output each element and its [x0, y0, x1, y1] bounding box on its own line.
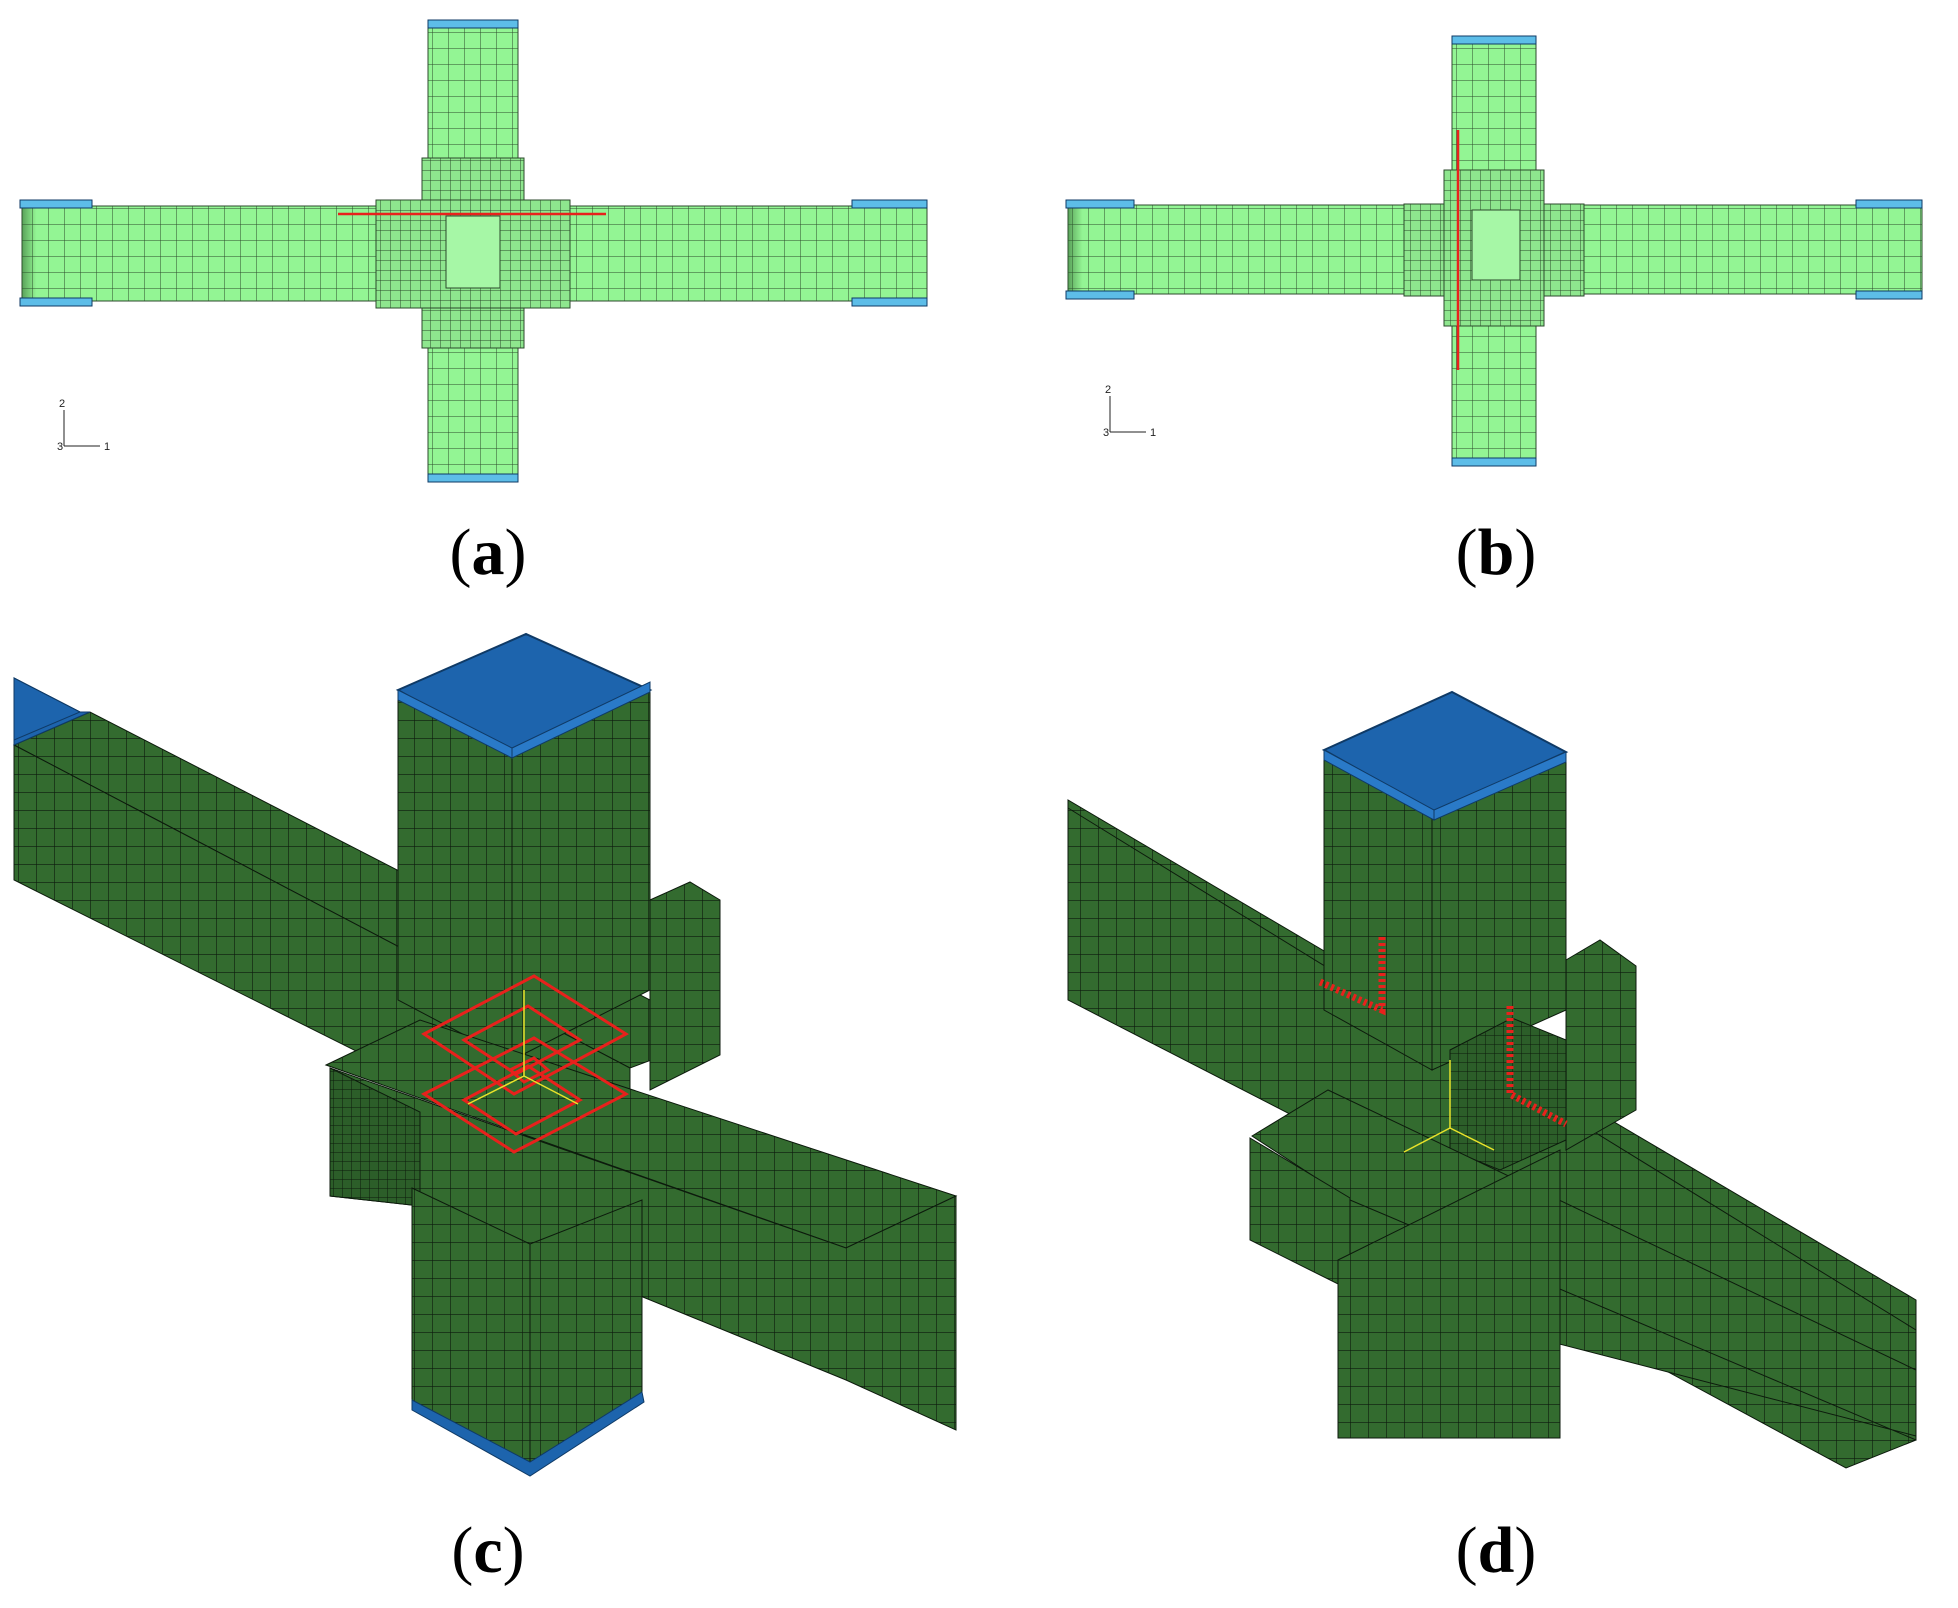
panel-a-plate-right-bottom [851, 297, 928, 307]
panel-c-stirrups [420, 974, 630, 1154]
panel-a-axis-2-label: 2 [59, 398, 65, 410]
panel-b-axis-2-label: 2 [1105, 384, 1111, 396]
panel-c-local-csys [467, 990, 579, 1105]
panel-c-model [12, 632, 958, 1477]
panel-a-joint-core [445, 215, 501, 289]
panel-c-column-upper-side [397, 697, 513, 1061]
panel-b-plate-right-top [1855, 199, 1923, 209]
panel-d-model [1067, 690, 1917, 1469]
panel-b-model [1065, 35, 1923, 467]
panel-b-plate-top [1451, 35, 1537, 45]
panel-d-column-lower [1337, 1149, 1561, 1439]
panel-d-hook-bars [1318, 936, 1568, 1128]
panel-b-plate-bottom [1451, 457, 1537, 467]
panel-a-plate-left-top [19, 199, 93, 209]
panel-a-axis-1-label: 1 [104, 441, 110, 453]
panel-b-caption: (b) [1455, 516, 1537, 589]
panel-a-caption: (a) [449, 516, 527, 589]
panel-a-axis-triad: 2 1 3 [57, 398, 110, 453]
panel-b-plate-left-top [1065, 199, 1135, 209]
panel-c-plate-bottom [411, 1391, 645, 1477]
panel-a-model [19, 19, 928, 483]
panel-a-axis-3-label: 3 [57, 441, 63, 453]
panel-b-axis-1-label: 1 [1150, 427, 1156, 439]
panel-b-axis-3-label: 3 [1103, 427, 1109, 439]
panel-a-plate-right-top [851, 199, 928, 209]
panel-b-axis-triad: 2 1 3 [1103, 384, 1156, 439]
panel-a-plate-bottom [427, 473, 519, 483]
panel-d-caption: (d) [1455, 1514, 1537, 1587]
panel-b-plate-right-bottom [1855, 290, 1923, 300]
panel-d-local-csys [1403, 1060, 1495, 1153]
panel-a-plate-left-bottom [19, 297, 93, 307]
panel-b-joint-core [1471, 209, 1521, 281]
panel-b-plate-left-bottom [1065, 290, 1135, 300]
panel-a-plate-top [427, 19, 519, 29]
panel-c-caption: (c) [451, 1514, 525, 1587]
